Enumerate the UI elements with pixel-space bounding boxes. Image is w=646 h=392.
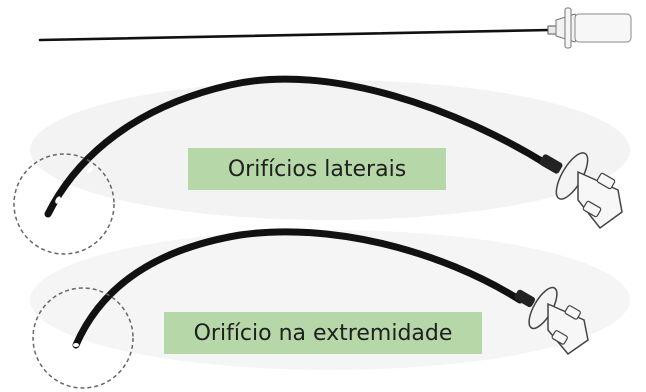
label-end-hole: Orifício na extremidade (193, 320, 453, 346)
stylet (38, 7, 632, 49)
catheter-side-holes (44, 75, 623, 230)
stylet-hub-flange (564, 7, 572, 49)
catheter-connector (514, 286, 589, 356)
stylet-connector (574, 13, 632, 43)
label-background-side-holes (188, 148, 446, 190)
side-hole (55, 196, 61, 204)
end-hole (73, 343, 79, 347)
label-background-end-hole (164, 312, 482, 354)
catheter-connector (539, 152, 623, 230)
highlight-circle-end-hole (32, 287, 134, 389)
highlight-circle-side-holes (13, 153, 115, 255)
label-side-holes: Orifícios laterais (227, 156, 407, 182)
catheter-end-hole (72, 228, 589, 356)
side-hole (86, 166, 94, 174)
stylet-shaft (38, 28, 552, 42)
catheter-tube (72, 228, 524, 349)
catheter-tube (44, 75, 552, 218)
